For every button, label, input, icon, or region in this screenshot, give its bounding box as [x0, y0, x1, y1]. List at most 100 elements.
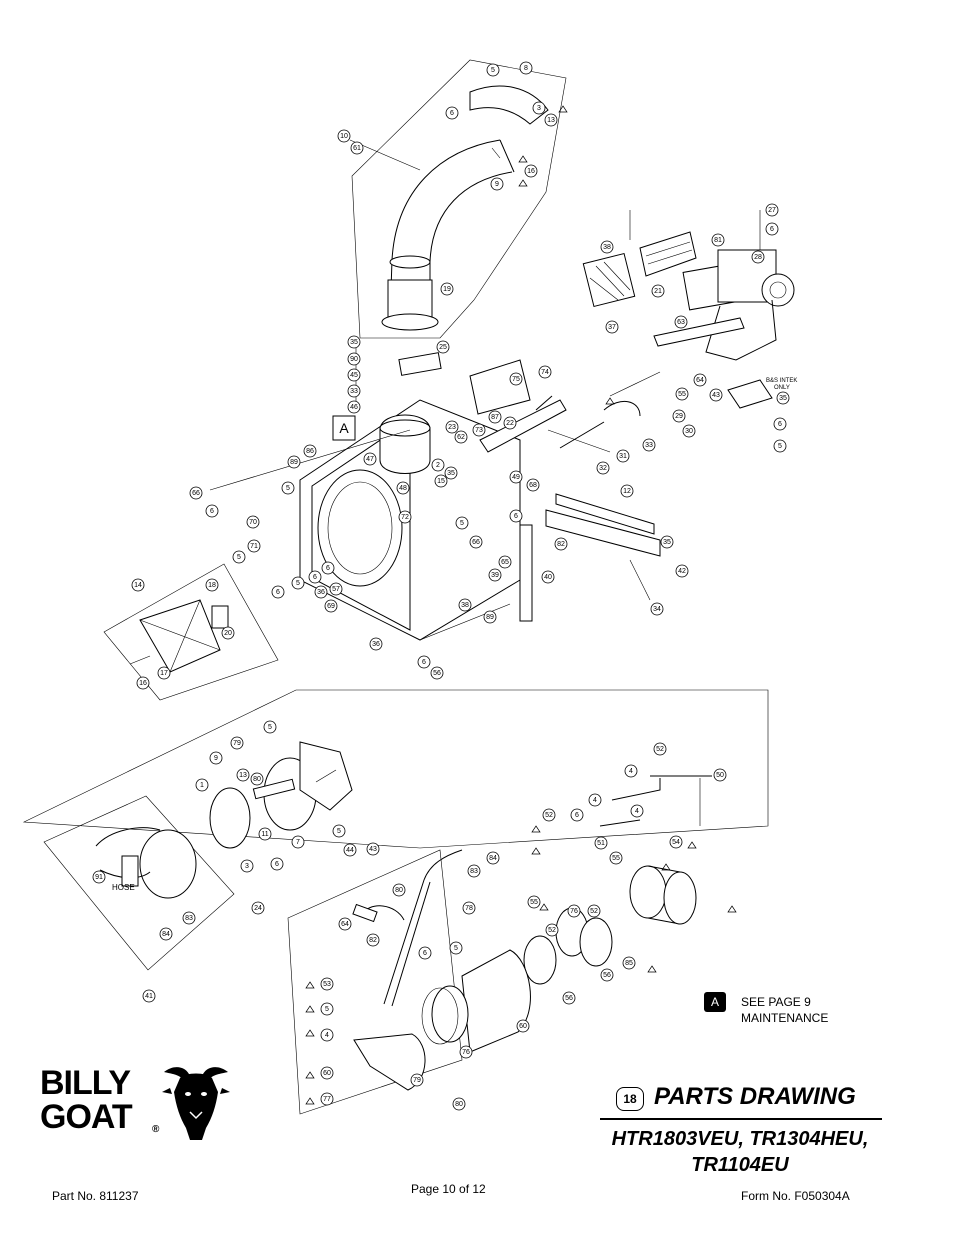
callout-5: 5	[320, 1002, 334, 1016]
legend-text-line-1: SEE PAGE 9	[741, 995, 811, 1009]
callout-number: 20	[224, 630, 232, 637]
callout-number: 6	[575, 812, 579, 819]
callout-number: 7	[296, 839, 300, 846]
callout-bubble	[609, 851, 623, 865]
callout-number: 31	[619, 453, 627, 460]
callout-number: 3	[245, 863, 249, 870]
callout-bubble	[347, 335, 361, 349]
callout-bubble	[674, 315, 688, 329]
callout-3: 3	[532, 101, 546, 115]
callout-bubble	[271, 585, 285, 599]
callout-bubble	[440, 282, 454, 296]
callout-bubble	[594, 836, 608, 850]
callout-bubble	[347, 352, 361, 366]
callout-bubble	[605, 320, 619, 334]
callout-6: 6	[205, 504, 219, 518]
goat-head-icon	[162, 1067, 230, 1140]
callout-bubble	[449, 941, 463, 955]
callout-bubble	[338, 917, 352, 931]
callout-75: 75	[509, 372, 523, 386]
callout-bubble	[653, 742, 667, 756]
callout-number: 66	[192, 490, 200, 497]
callout-bubble	[287, 455, 301, 469]
callout-bubble	[258, 827, 272, 841]
callout-number: 55	[678, 391, 686, 398]
callout-5: 5	[281, 481, 295, 495]
callout-number: 52	[545, 812, 553, 819]
callout-number: 12	[623, 488, 631, 495]
callout-number: 56	[565, 995, 573, 1002]
callout-bubble	[532, 101, 546, 115]
callout-76: 76	[567, 904, 581, 918]
callout-number: 55	[530, 899, 538, 906]
callout-bubble	[131, 578, 145, 592]
callout-bubble	[320, 1002, 334, 1016]
callout-bubble	[503, 416, 517, 430]
callout-number: 33	[350, 388, 358, 395]
callout-bubble	[250, 772, 264, 786]
callout-64: 64	[338, 917, 352, 931]
callout-number: 33	[645, 442, 653, 449]
callout-number: 5	[268, 724, 272, 731]
callout-bubble	[417, 655, 431, 669]
callout-bubble	[624, 764, 638, 778]
callout-35: 35	[660, 535, 674, 549]
callout-number: 60	[323, 1070, 331, 1077]
callout-83: 83	[467, 864, 481, 878]
callout-number: 15	[437, 478, 445, 485]
callout-bubble	[332, 824, 346, 838]
callout-number: 34	[653, 606, 661, 613]
callout-bubble	[509, 509, 523, 523]
form-number: Form No. F050304A	[741, 1189, 850, 1203]
model-numbers: HTR1803VEU, TR1304HEU, TR1104EU	[590, 1126, 890, 1178]
callout-number: 45	[350, 372, 358, 379]
callout-bubble	[329, 582, 343, 596]
callout-8: 8	[519, 61, 533, 75]
callout-80: 80	[452, 1097, 466, 1111]
callout-71: 71	[247, 539, 261, 553]
callout-6: 6	[418, 946, 432, 960]
page-badge: 18	[616, 1087, 644, 1111]
callout-number: 74	[541, 369, 549, 376]
callout-61: 61	[350, 141, 364, 155]
callout-number: 91	[95, 874, 103, 881]
callout-bubble	[562, 991, 576, 1005]
hose-kit-assembly	[22, 689, 769, 971]
callout-66: 66	[469, 535, 483, 549]
callout-78: 78	[462, 901, 476, 915]
callout-number: 23	[448, 424, 456, 431]
callout-4: 4	[320, 1028, 334, 1042]
callout-bubble	[545, 923, 559, 937]
callout-62: 62	[454, 430, 468, 444]
tube-clamp-assembly	[421, 775, 712, 1053]
callout-38: 38	[600, 240, 614, 254]
callout-38: 38	[458, 598, 472, 612]
callout-bubble	[263, 720, 277, 734]
title-block: 18 PARTS DRAWING	[600, 1082, 882, 1120]
callout-number: 89	[290, 459, 298, 466]
callout-bubble	[347, 368, 361, 382]
callout-35: 35	[776, 391, 790, 405]
callout-bubble	[527, 895, 541, 909]
key-marker: A	[339, 420, 349, 436]
warning-triangle-icons	[305, 105, 737, 1105]
callout-bubble	[182, 911, 196, 925]
callout-bubble	[588, 793, 602, 807]
callout-number: 54	[672, 839, 680, 846]
callout-60: 60	[516, 1019, 530, 1033]
callout-42: 42	[675, 564, 689, 578]
callout-bubble	[622, 956, 636, 970]
logo-word-billy: BILLY	[40, 1064, 131, 1102]
callout-bubble	[765, 203, 779, 217]
callout-6: 6	[445, 106, 459, 120]
callout-9: 9	[209, 751, 223, 765]
legend-text-line-2: MAINTENANCE	[741, 1011, 829, 1025]
legend-key-badge: A	[704, 992, 726, 1012]
callout-46: 46	[347, 400, 361, 414]
callout-number: 5	[778, 443, 782, 450]
callout-bubble	[321, 561, 335, 575]
callout-63: 63	[674, 315, 688, 329]
callout-number: 43	[712, 392, 720, 399]
callout-1: 1	[195, 778, 209, 792]
callout-bubble	[509, 470, 523, 484]
